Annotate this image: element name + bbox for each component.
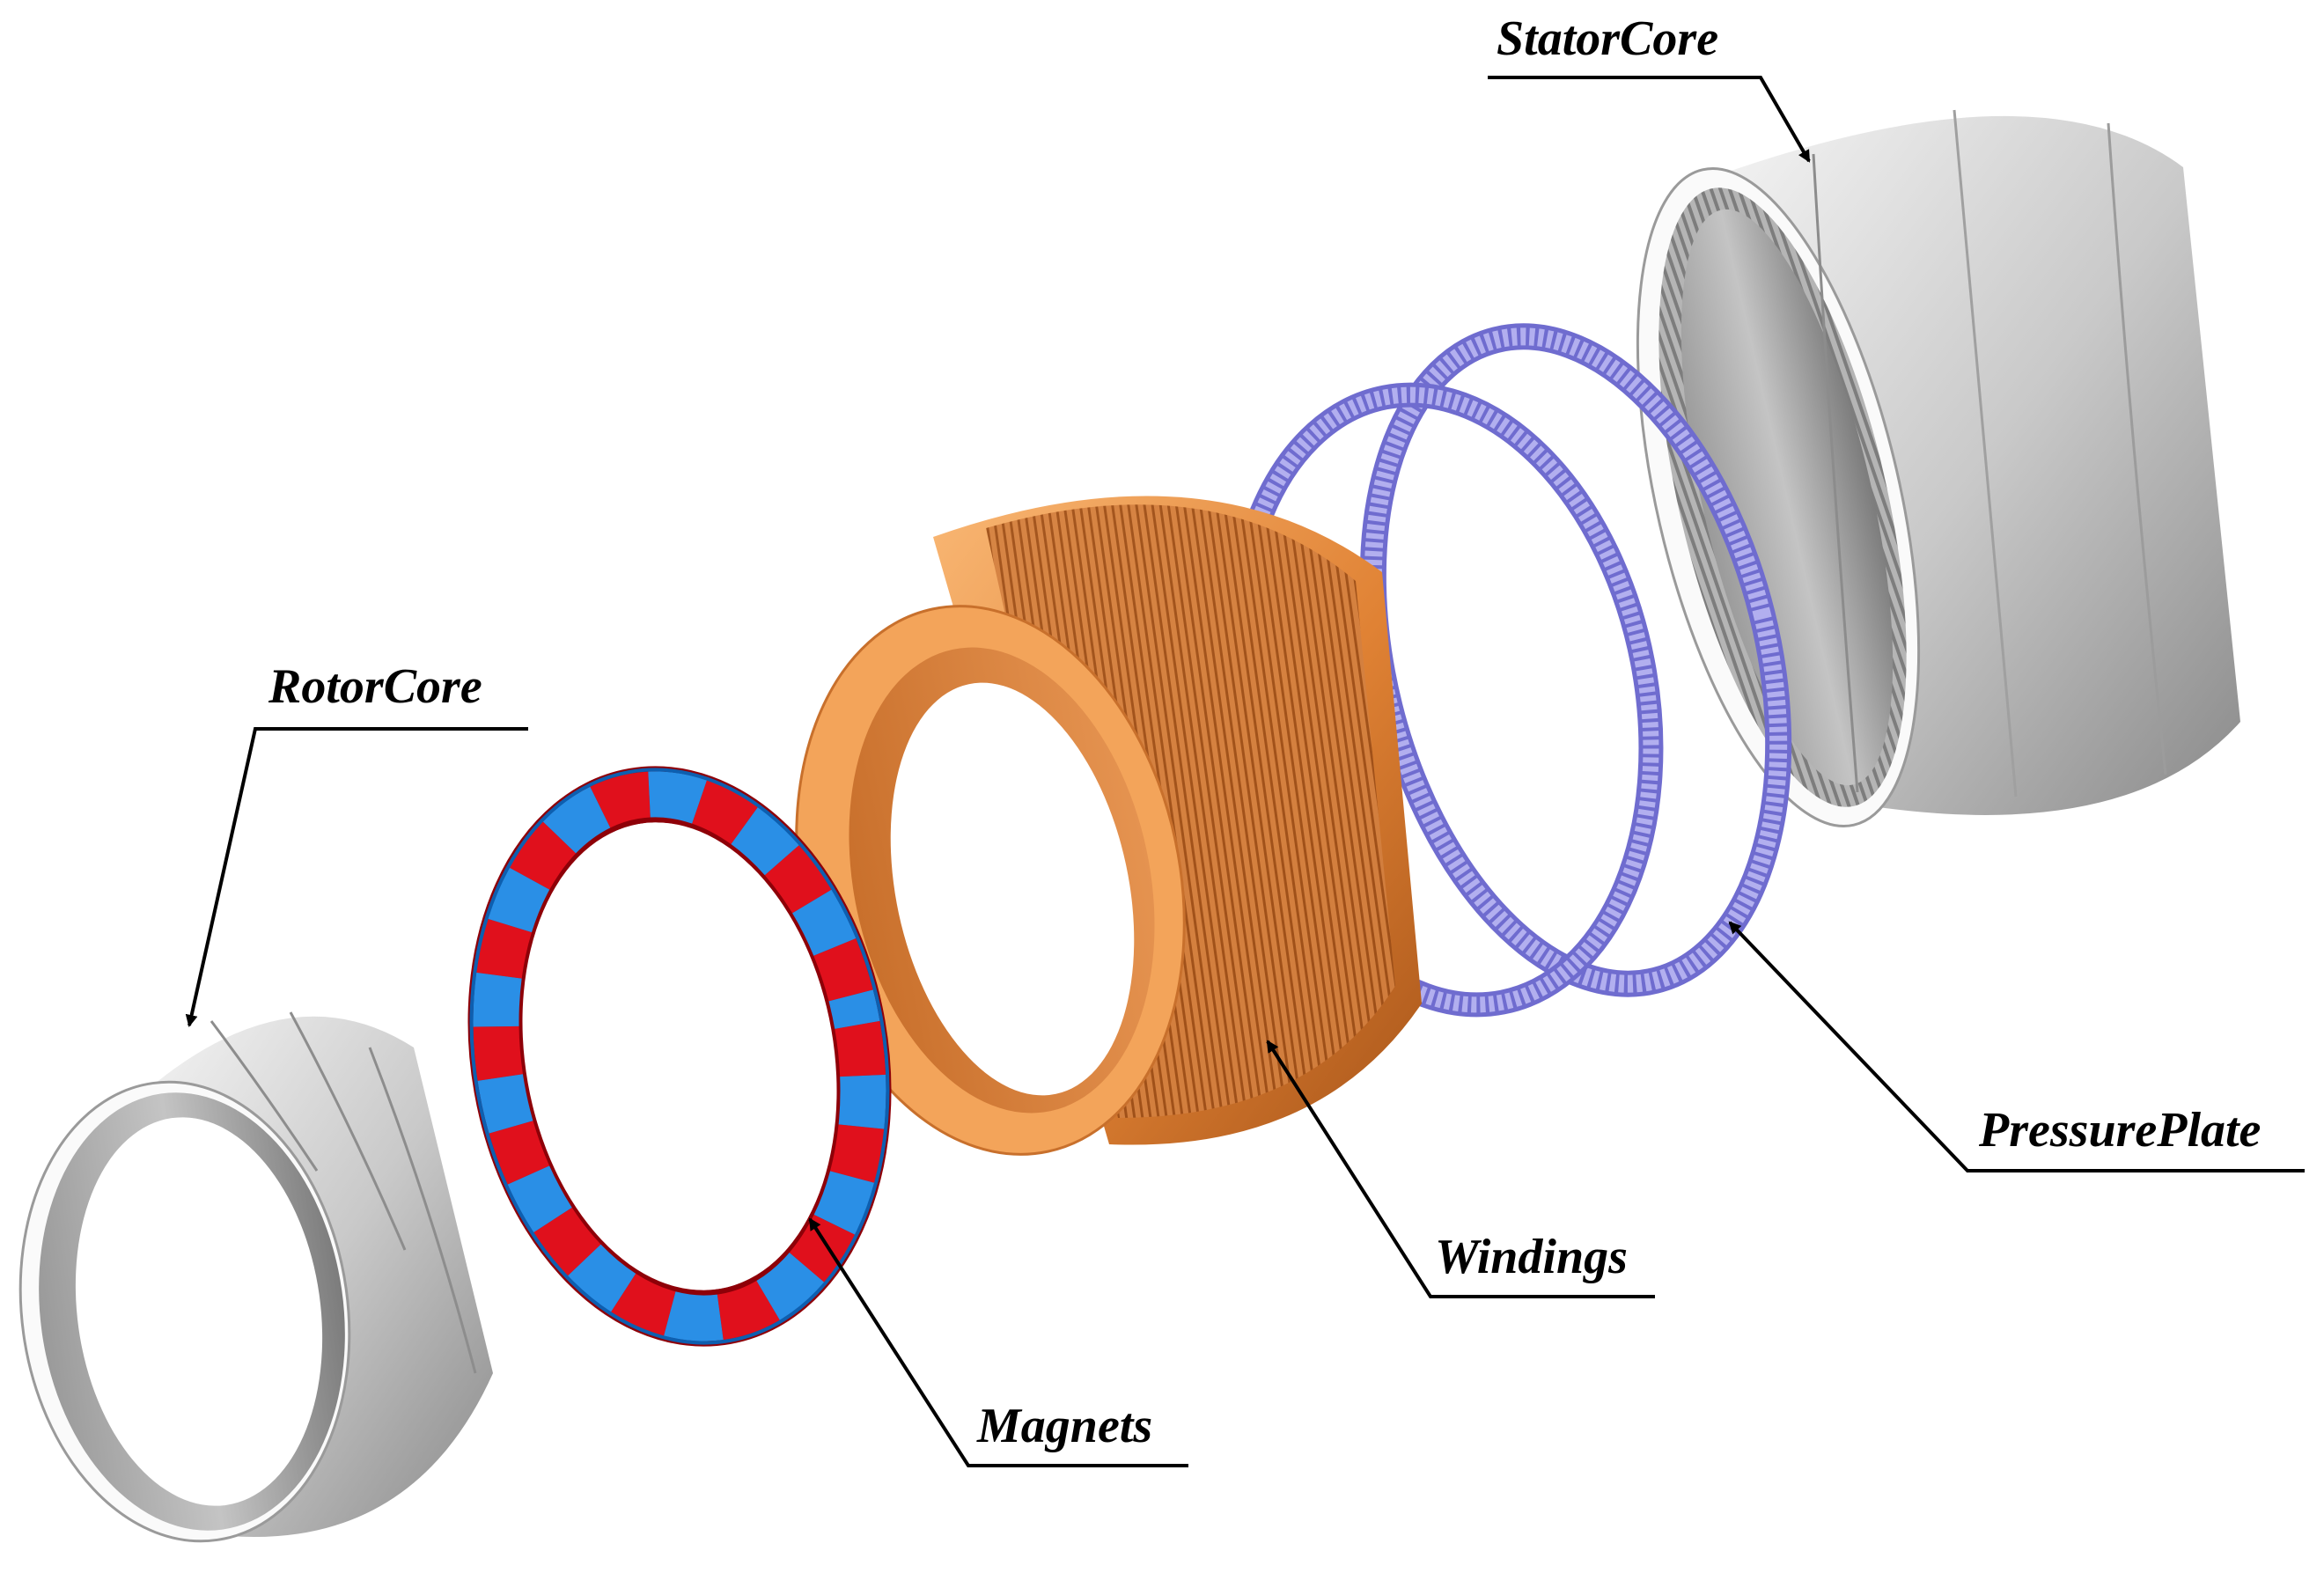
stator-core-leader [1488,76,1811,163]
pressure-plate-label: PressurePlate [1978,1103,2261,1158]
windings-ring [795,496,1422,1156]
windings-label: Windings [1435,1230,1628,1284]
rotor-core-leader [185,727,528,1027]
magnets-ring [467,766,892,1347]
windings-leader [1266,1040,1655,1298]
rotor-core-label: RotorCore [268,659,482,714]
magnets-label: Magnets [976,1399,1152,1453]
leader-lines [185,76,2305,1467]
pressure-plate-leader [1728,921,2305,1172]
stator-core-ring [1636,109,2240,828]
rotor-core-ring [18,1011,493,1543]
stator-core-label: StatorCore [1497,11,1718,66]
magnets-leader [808,1217,1188,1467]
